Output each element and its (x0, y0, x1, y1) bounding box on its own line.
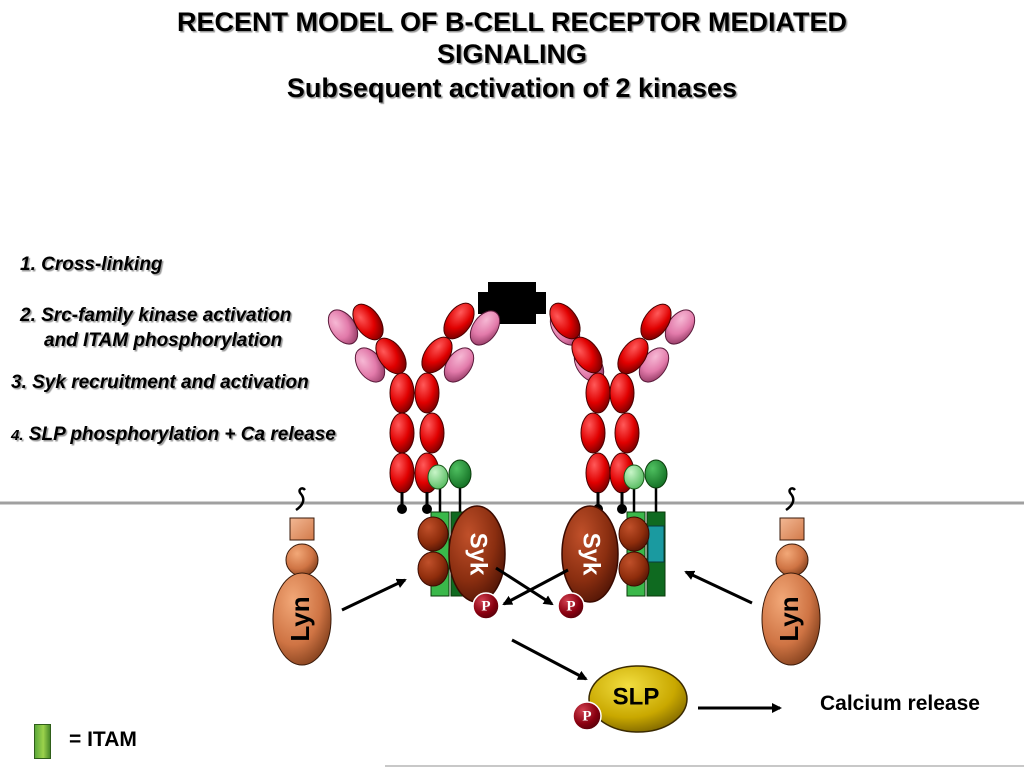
phosphate-syk-left: P (472, 592, 500, 620)
syk-kinase-left: Syk (448, 505, 506, 603)
lyn-kinase-right: Lyn (761, 487, 821, 666)
itam-legend-label: = ITAM (69, 728, 137, 751)
step-4-number: 4. (11, 427, 24, 444)
phosphate-syk-right: P (557, 592, 585, 620)
syk-sh2-domains-right (618, 516, 650, 587)
arrow-lyn-right-to-itam (684, 570, 753, 605)
title-line-2: SIGNALING (436, 39, 587, 69)
bcr-left (327, 302, 501, 514)
phosphate-slp: P (572, 701, 602, 731)
bcr-right (549, 302, 696, 514)
lyn-kinase-left: Lyn (272, 487, 332, 666)
step-1-label: 1. Cross-linking (20, 254, 163, 275)
slp-adaptor: SLP (588, 665, 688, 733)
phosphate-label: P (566, 598, 575, 614)
lyn-label-right: Lyn (774, 596, 804, 641)
syk-label-left: Syk (465, 533, 492, 576)
phosphate-label: P (582, 708, 591, 724)
title-block: RECENT MODEL OF B-CELL RECEPTOR MEDIATED… (0, 6, 1024, 106)
step-4-label: 4. SLP phosphorylation + Ca release (11, 424, 336, 447)
itam-legend-swatch (34, 724, 51, 759)
calcium-release-label: Calcium release (820, 692, 980, 715)
syk-label-right: Syk (578, 533, 605, 576)
syk-kinase-right: Syk (561, 505, 619, 603)
arrow-to-slp (511, 638, 588, 681)
phosphate-label: P (481, 598, 490, 614)
step-4-text: SLP phosphorylation + Ca release (23, 424, 336, 445)
step-3-label: 3. Syk recruitment and activation (11, 372, 309, 393)
lyn-label-left: Lyn (285, 596, 315, 641)
title-line-1: RECENT MODEL OF B-CELL RECEPTOR MEDIATED (176, 7, 848, 37)
arrow-lyn-left-to-itam (341, 578, 407, 612)
step-2-label-cont: and ITAM phosphorylation (44, 330, 283, 351)
step-2-label: 2. Src-family kinase activation (20, 305, 292, 326)
arrows (341, 566, 782, 713)
arrow-syk-right-to-p (502, 568, 569, 606)
slp-label: SLP (613, 683, 660, 710)
subtitle: Subsequent activation of 2 kinases (286, 73, 738, 103)
arrow-syk-left-to-p (495, 566, 554, 606)
syk-sh2-domains-left (417, 516, 449, 587)
